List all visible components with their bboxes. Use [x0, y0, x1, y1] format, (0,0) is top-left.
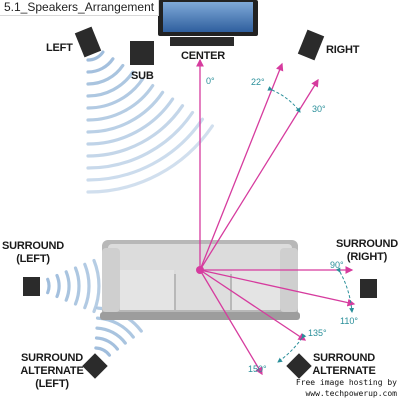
wave-front-left: [86, 124, 214, 194]
wave-alternate-left: [95, 326, 127, 345]
wave-front-left: [86, 117, 204, 182]
left-speaker-icon: [74, 26, 102, 58]
angle-30: 30°: [312, 104, 326, 114]
wave-front-left: [86, 70, 135, 98]
wave-alternate-left: [94, 346, 111, 357]
label-surround-left: SURROUND (LEFT): [2, 240, 64, 265]
wave-surround-left: [55, 273, 61, 299]
label-center: CENTER: [181, 50, 226, 62]
wave-front-left: [86, 97, 175, 146]
wave-surround-left: [46, 277, 51, 295]
subwoofer-icon: [130, 41, 154, 65]
credit-line-2: www.techpowerup.com: [305, 389, 397, 398]
wave-front-left: [86, 84, 155, 122]
label-right: RIGHT: [326, 44, 360, 56]
sound-waves: [46, 50, 214, 357]
ray-135: [199, 269, 307, 341]
wave-surround-left: [92, 258, 101, 314]
wave-surround-left: [73, 266, 81, 306]
angle-110: 110°: [340, 316, 358, 326]
wave-front-left: [86, 110, 195, 170]
angle-0: 0°: [206, 76, 215, 86]
angle-arcs: [267, 86, 355, 363]
label-alternate-right: SURROUND ALTERNATE: [312, 352, 376, 377]
angle-150: 150°: [248, 364, 267, 374]
wave-front-left: [86, 57, 115, 74]
wave-front-left: [86, 50, 105, 62]
ray-150: [199, 269, 263, 376]
alternate-left-speaker-icon: [82, 353, 108, 379]
wave-front-left: [86, 90, 165, 134]
tv-screen-icon: [158, 0, 258, 36]
right-speaker-icon: [297, 29, 325, 61]
label-sub: SUB: [131, 70, 154, 82]
wave-front-left: [86, 63, 125, 86]
image-caption: 5.1_Speakers_Arrangement: [0, 0, 160, 16]
wave-alternate-left: [94, 336, 119, 351]
label-alternate-left: SURROUND ALTERNATE (LEFT): [20, 352, 84, 390]
label-surround-right: SURROUND (RIGHT): [336, 238, 398, 263]
ray-110: [199, 269, 356, 307]
surround-right-speaker-icon: [360, 279, 377, 298]
listener-position: [196, 266, 204, 274]
angle-22: 22°: [251, 77, 265, 87]
wave-front-left: [86, 77, 145, 110]
angle-135: 135°: [308, 328, 327, 338]
wave-surround-left: [64, 270, 71, 302]
wave-surround-left: [83, 262, 91, 310]
angle-90: 90°: [330, 260, 344, 270]
angle-lines: [196, 58, 356, 376]
center-speaker-icon: [170, 37, 234, 46]
surround-left-speaker-icon: [23, 277, 40, 296]
label-left: LEFT: [46, 42, 73, 54]
sofa-icon: [100, 240, 300, 320]
wave-front-left: [86, 104, 185, 158]
ray-22: [199, 62, 284, 271]
credit-line-1: Free image hosting by: [295, 378, 397, 387]
